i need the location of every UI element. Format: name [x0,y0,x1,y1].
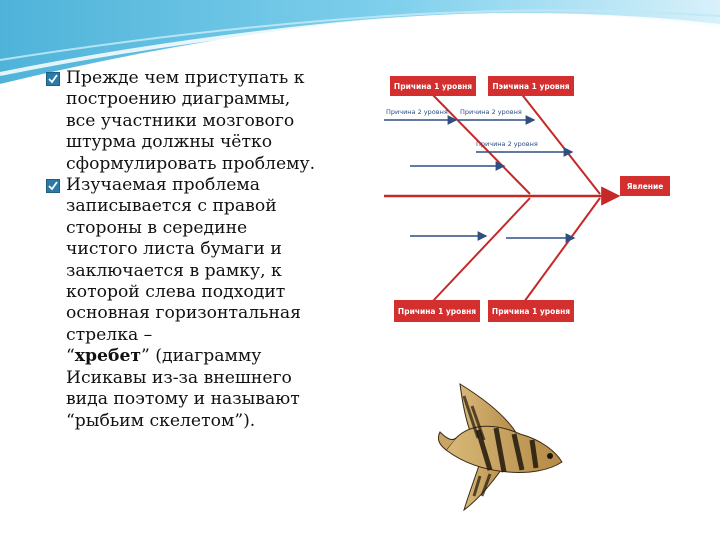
bullet-text: Изучаемая проблема записывается с правой… [66,175,301,430]
level2-label: Причина 2 уровня [460,108,522,116]
ishikawa-diagram: Причина 2 уровня Причина 2 уровня Причин… [384,76,670,322]
level2-label: Причина 2 уровня [476,140,538,148]
bullet-text-part: ” (диаграмму Исикавы из-за внешнего вида… [66,346,300,431]
cause-label: Причина 1 уровня [398,307,476,316]
header-wave-decoration [0,0,720,84]
cause-box-bottom-2 [488,300,574,322]
bullet-text: Прежде чем приступать к построению диагр… [66,68,316,174]
bullet-item: Прежде чем приступать к построению диагр… [46,68,346,175]
angelfish-image [438,383,563,512]
bold-term: хребет [74,346,142,367]
rib-top-left [429,91,531,195]
cause-box-top-2 [488,76,574,96]
level2-label: Причина 2 уровня [386,108,448,116]
bullet-item: Изучаемая проблема записывается с правой… [46,175,346,432]
cause-box-bottom-1 [394,300,480,322]
rib-bottom-right [523,197,601,303]
cause-label: Причина 1 уровня [492,307,570,316]
cause-label: Причина 1 уровня [394,82,472,91]
checkbox-bullet-icon [46,72,60,86]
effect-label: Явление [627,182,664,191]
rib-top-right [519,91,601,195]
rib-bottom-left [431,197,531,303]
bullet-list: Прежде чем приступать к построению диагр… [46,68,346,432]
cause-box-top-1 [390,76,476,96]
effect-box [620,176,670,196]
checkbox-bullet-icon [46,179,60,194]
bullet-text-part: Изучаемая проблема записывается с правой… [66,175,302,367]
cause-label: Пэичина 1 уровня [492,82,569,91]
